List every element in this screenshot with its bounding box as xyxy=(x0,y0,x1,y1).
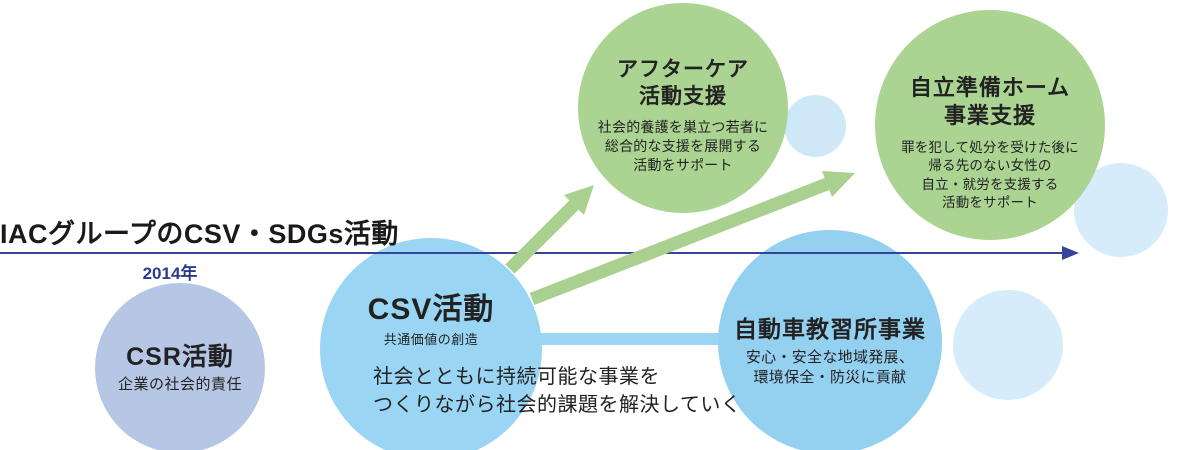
driving-school-body-line1: 安心・安全な地域発展、 xyxy=(745,348,915,366)
decorative-circle-small xyxy=(784,95,846,157)
csr-subtitle: 企業の社会的責任 xyxy=(117,375,242,393)
driving-school-circle: 自動車教習所事業 安心・安全な地域発展、 環境保全・防災に貢献 xyxy=(718,230,942,450)
csr-circle: CSR活動 企業の社会的責任 xyxy=(95,283,265,450)
jiritsu-home-body-line3: 自立・就労を支援する xyxy=(921,176,1059,192)
aftercare-title-line1: アフターケア xyxy=(617,57,749,81)
csv-description-line1: 社会とともに持続可能な事業を xyxy=(373,366,660,388)
jiritsu-home-body-line1: 罪を犯して処分を受けた後に xyxy=(901,139,1079,155)
arrow-head-aftercare-icon xyxy=(564,185,594,215)
jiritsu-home-circle: 自立準備ホーム 事業支援 罪を犯して処分を受けた後に 帰る先のない女性の 自立・… xyxy=(875,10,1105,240)
aftercare-body: 社会的養護を巣立つ若者に 総合的な支援を展開する 活動をサポート xyxy=(598,118,768,175)
page-title: IACグループのCSV・SDGs活動 xyxy=(0,219,399,249)
driving-school-body: 安心・安全な地域発展、 環境保全・防災に貢献 xyxy=(746,348,914,388)
timeline-axis xyxy=(0,252,1064,254)
csv-description-line2: つくりながら社会的課題を解決していく xyxy=(373,394,742,416)
jiritsu-home-title-line1: 自立準備ホーム xyxy=(909,74,1071,100)
jiritsu-home-body-line4: 活動をサポート xyxy=(942,195,1038,210)
arrow-head-jiritsu-icon xyxy=(822,171,855,197)
timeline-arrowhead-icon xyxy=(1062,246,1079,260)
jiritsu-home-body-line2: 帰る先のない女性の xyxy=(928,158,1052,173)
timeline-year-label: 2014年 xyxy=(142,264,198,283)
decorative-circle-right xyxy=(953,290,1063,400)
aftercare-body-line3: 活動をサポート xyxy=(633,156,733,173)
aftercare-title-line2: 活動支援 xyxy=(639,84,727,108)
csr-title: CSR活動 xyxy=(126,342,234,371)
jiritsu-home-title-line2: 事業支援 xyxy=(943,102,1036,128)
csv-subtitle: 共通価値の創造 xyxy=(383,332,479,347)
driving-school-title: 自動車教習所事業 xyxy=(734,315,926,342)
aftercare-body-line2: 総合的な支援を展開する xyxy=(604,137,762,154)
jiritsu-home-body: 罪を犯して処分を受けた後に 帰る先のない女性の 自立・就労を支援する 活動をサポ… xyxy=(901,139,1079,213)
arrow-shaft-aftercare xyxy=(505,200,579,274)
driving-school-body-line2: 環境保全・防災に貢献 xyxy=(753,368,907,386)
aftercare-circle: アフターケア 活動支援 社会的養護を巣立つ若者に 総合的な支援を展開する 活動を… xyxy=(578,3,788,213)
csv-title: CSV活動 xyxy=(367,293,495,326)
aftercare-body-line1: 社会的養護を巣立つ若者に xyxy=(597,118,769,135)
csv-circle: CSV活動 共通価値の創造 xyxy=(320,238,542,450)
csv-description: 社会とともに持続可能な事業を つくりながら社会的課題を解決していく xyxy=(373,363,741,419)
